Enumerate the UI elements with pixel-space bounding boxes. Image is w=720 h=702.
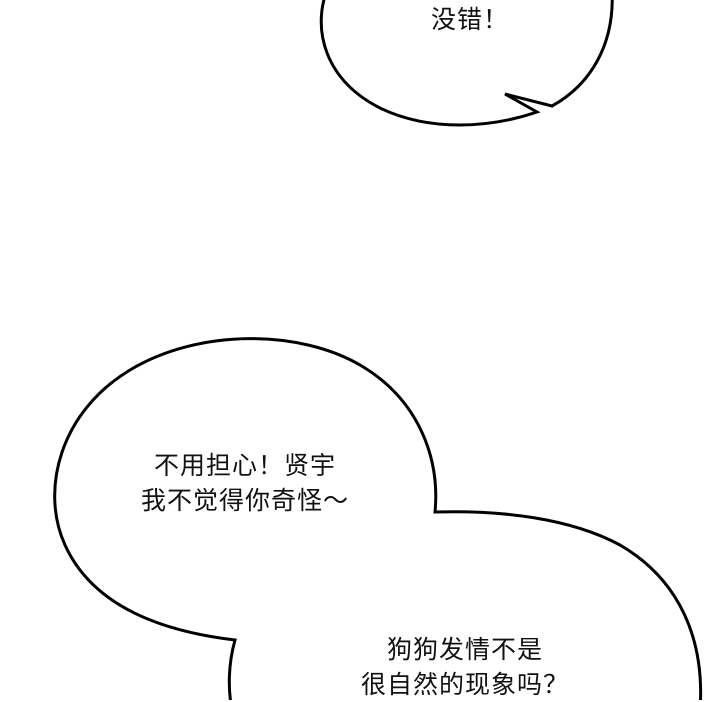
- speech-line: 很自然的现象吗？: [360, 670, 569, 699]
- speech-line: 没错！: [430, 5, 509, 34]
- speech-bubble-top: [319, 0, 614, 127]
- speech-text-right: 狗狗发情不是 很自然的现象吗？: [320, 632, 610, 702]
- speech-line: 我不觉得你奇怪～: [140, 486, 349, 515]
- speech-text-left: 不用担心！贤宇 我不觉得你奇怪～: [110, 448, 380, 518]
- speech-line: 狗狗发情不是: [386, 635, 543, 664]
- speech-text-top: 没错！: [400, 2, 540, 37]
- speech-bubble-joined: [53, 337, 703, 700]
- speech-line: 不用担心！贤宇: [153, 451, 336, 480]
